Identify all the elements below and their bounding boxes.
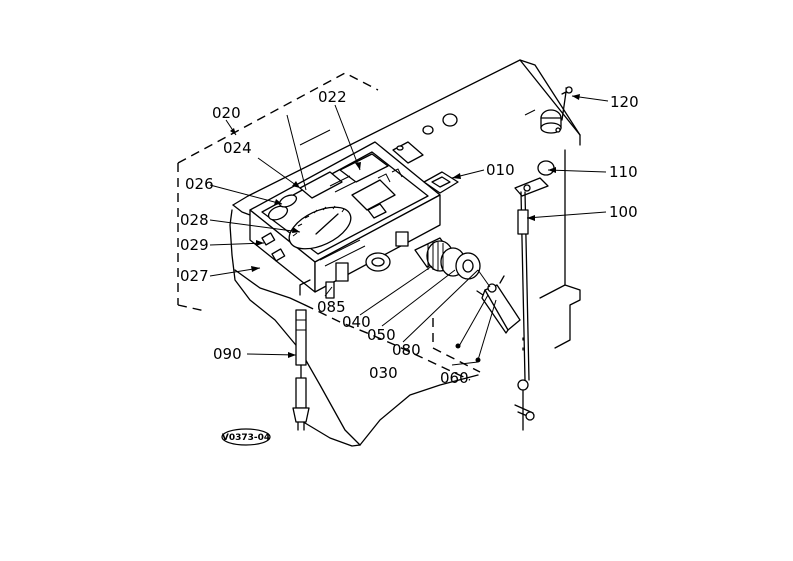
- knob-110: [514, 160, 555, 197]
- callout-010: 010: [486, 161, 515, 179]
- switch-010: [423, 171, 459, 194]
- drawing-code: V0373-04: [222, 433, 270, 443]
- callout-090: 090: [213, 345, 242, 363]
- callout-085: 085: [317, 298, 346, 316]
- tach-cable-090: [292, 309, 310, 431]
- callout-040: 040: [342, 313, 371, 331]
- drawing-code-badge: V0373-04: [221, 428, 271, 446]
- callout-030: 030: [369, 364, 398, 382]
- callout-060: 060: [440, 369, 469, 387]
- assembly-boundary-030: [304, 304, 481, 381]
- callout-050: 050: [367, 326, 396, 344]
- bolt-120: [561, 86, 573, 121]
- leader-lines: [209, 95, 609, 366]
- cap-120-part: [540, 109, 562, 134]
- callout-100: 100: [609, 203, 638, 221]
- throttle-rod-100: [514, 191, 535, 431]
- callout-110: 110: [609, 163, 638, 181]
- callout-028: 028: [180, 211, 209, 229]
- callout-026: 026: [185, 175, 214, 193]
- callout-027: 027: [180, 267, 209, 285]
- arrowheads: [230, 94, 580, 358]
- bracket-080: [476, 275, 521, 334]
- callout-020: 020: [212, 104, 241, 122]
- dashboard-panel: [229, 59, 581, 447]
- callout-labels: 020 022 024 026 028 029 027 085 040 050 …: [180, 88, 639, 387]
- instrument-cluster: [249, 141, 441, 299]
- callout-120: 120: [610, 93, 639, 111]
- callout-080: 080: [392, 341, 421, 359]
- callout-029: 029: [180, 236, 209, 254]
- callout-022: 022: [318, 88, 347, 106]
- key-switch: [414, 237, 481, 280]
- callout-024: 024: [223, 139, 252, 157]
